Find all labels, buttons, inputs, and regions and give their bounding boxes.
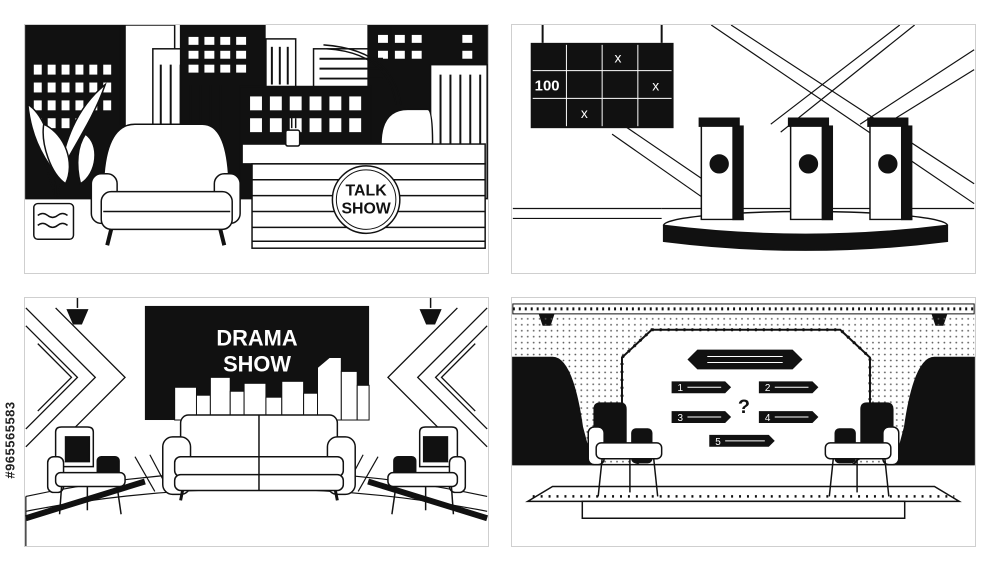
question-mark-sign: ?	[738, 396, 750, 418]
answer-number: 5	[715, 437, 721, 448]
score-value: 100	[535, 78, 560, 94]
answer-number: 4	[765, 413, 771, 424]
scoreboard: 100 x x x	[530, 25, 674, 129]
answer-number: 2	[765, 383, 771, 394]
contestant-podiums	[698, 117, 913, 221]
talk-show-sign: TALK SHOW	[331, 165, 401, 235]
quiz-show-scene: 1 2 3 4 5 ?	[511, 297, 976, 547]
talk-show-scene: TALK SHOW	[24, 24, 489, 274]
score-mark: x	[615, 50, 622, 66]
quiz-chair-right	[824, 402, 900, 497]
talk-show-illustration: TALK SHOW	[25, 25, 488, 273]
quiz-show-illustration: 1 2 3 4 5 ?	[512, 303, 975, 546]
score-mark: x	[652, 77, 659, 93]
game-show-illustration: 100 x x x	[512, 25, 975, 251]
side-screens	[512, 356, 975, 466]
drama-show-illustration: DRAMA SHOW	[25, 298, 488, 546]
answer-number: 3	[678, 413, 684, 424]
drama-title-line2: SHOW	[223, 351, 291, 376]
stock-id-watermark: #965565583	[2, 330, 18, 550]
drama-sofa	[162, 414, 356, 501]
score-mark: x	[581, 105, 588, 121]
desk-lamp	[119, 25, 402, 125]
talk-sign-line1: TALK	[346, 183, 388, 200]
drama-chair-right	[387, 426, 467, 515]
host-monitor	[380, 108, 434, 145]
drama-show-scene: DRAMA SHOW	[24, 297, 489, 547]
game-show-scene: 100 x x x	[511, 24, 976, 274]
quiz-stage	[512, 463, 975, 546]
quiz-board: 1 2 3 4 5 ?	[620, 328, 872, 471]
answer-number: 1	[678, 383, 684, 394]
wall-chevrons	[25, 307, 488, 448]
drama-chair-left	[46, 426, 126, 515]
talk-sign-line2: SHOW	[341, 200, 390, 217]
quiz-chair-left	[587, 402, 663, 497]
potted-plant	[26, 82, 107, 241]
spotlights	[66, 298, 442, 325]
stock-id-text: #965565583	[2, 401, 18, 479]
guest-armchair	[90, 123, 241, 246]
drama-title-line1: DRAMA	[216, 326, 297, 351]
drama-backdrop: DRAMA SHOW	[144, 305, 370, 421]
